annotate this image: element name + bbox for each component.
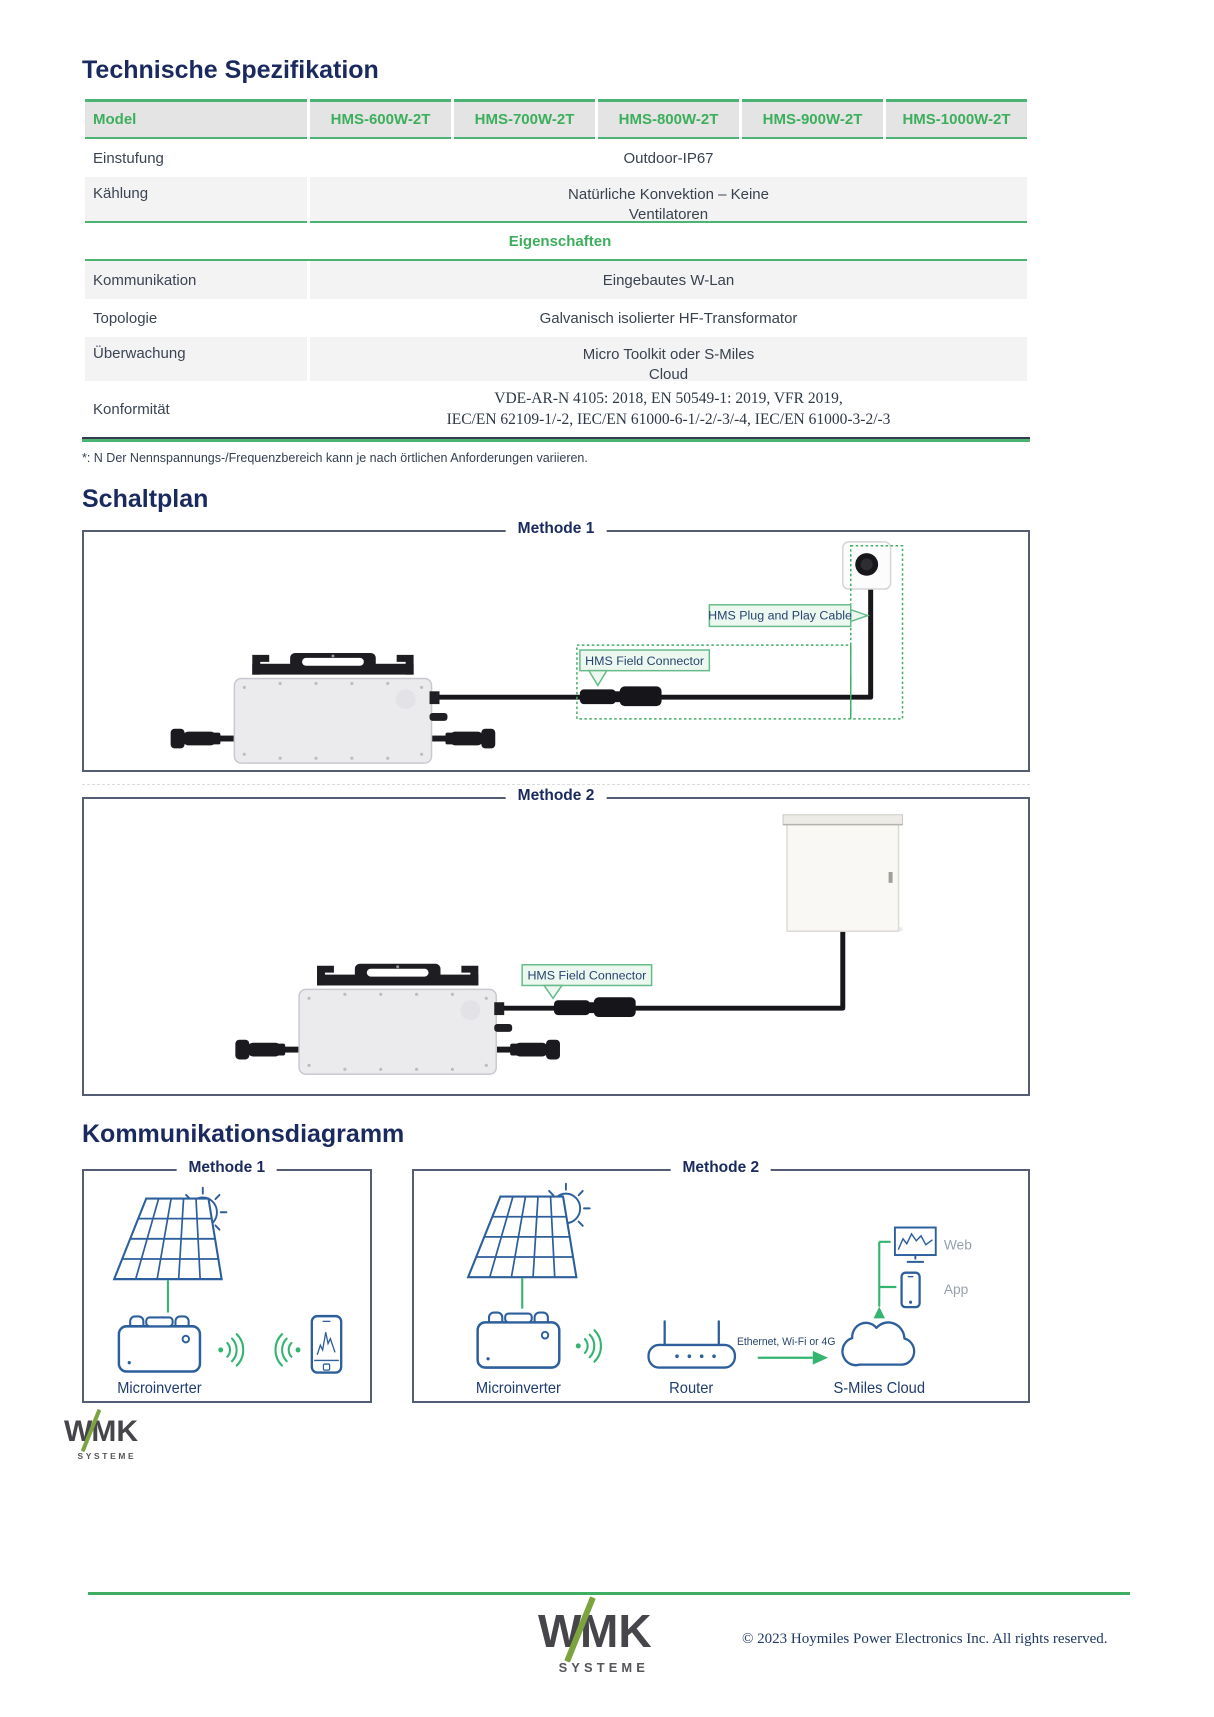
schaltplan-heading: Schaltplan <box>82 485 209 513</box>
footer: W MK SYSTEME © 2023 Hoymiles Power Elect… <box>0 1595 1214 1710</box>
cable-connector <box>554 997 636 1018</box>
komm-methode2-diagram: Ethernet, Wi-Fi or 4G Web App Microinver… <box>466 1182 972 1397</box>
smartphone-icon <box>310 1314 343 1374</box>
row-value-topologie: Galvanisch isolierter HF-Transformator <box>539 309 798 327</box>
plug-play-cable-label: HMS Plug and Play Cable <box>708 609 852 623</box>
copyright: © 2023 Hoymiles Power Electronics Inc. A… <box>742 1631 1108 1648</box>
router-label: Router <box>669 1380 713 1397</box>
logo-subtitle: SYSTEME <box>77 1451 137 1462</box>
col-header-hms1000: HMS-1000W-2T <box>886 99 1027 139</box>
spec-header-row: Model HMS-600W-2T HMS-700W-2T HMS-800W-2… <box>85 99 1027 139</box>
row-label-kaehlung: Kählung <box>85 177 307 223</box>
schaltplan-methode2-title: Methode 2 <box>505 787 607 805</box>
spec-row-kaehlung: Kählung Natürliche Konvektion – Keine Ve… <box>85 177 1027 223</box>
spec-row-ueberwachung: Überwachung Micro Toolkit oder S-Miles C… <box>85 337 1027 381</box>
row-label-einstufung: Einstufung <box>93 149 164 167</box>
spec-row-kommunikation: Kommunikation Eingebautes W-Lan <box>85 261 1027 299</box>
app-phone-icon <box>900 1271 921 1309</box>
microinverter-illustration <box>234 963 561 1076</box>
ethernet-arrow: Ethernet, Wi-Fi or 4G <box>737 1336 835 1365</box>
row-value-konformitaet: VDE-AR-N 4105: 2018, EN 50549-1: 2019, V… <box>310 381 1027 437</box>
wifi-in-icon <box>274 1333 302 1367</box>
schaltplan-methode1-panel: Methode 1 HMS <box>82 520 1030 772</box>
microinverter-label-2: Microinverter <box>476 1380 561 1397</box>
power-outlet-icon <box>842 541 892 590</box>
col-header-hms900: HMS-900W-2T <box>742 99 883 139</box>
logo-mk: MK <box>91 1415 139 1448</box>
row-label-kommunikation: Kommunikation <box>85 261 307 299</box>
web-monitor-icon <box>893 1226 937 1263</box>
spec-table: Model HMS-600W-2T HMS-700W-2T HMS-800W-2… <box>82 99 1030 437</box>
up-arrow-icon <box>873 1306 885 1319</box>
komm-methode1-diagram: Microinverter <box>113 1186 343 1397</box>
col-header-model: Model <box>85 99 307 139</box>
spec-section-row: Eigenschaften <box>85 223 1027 261</box>
row-label-konformitaet: Konformität <box>93 400 170 418</box>
row-value-einstufung: Outdoor-IP67 <box>623 149 714 167</box>
microinverter-illustration <box>169 652 497 764</box>
schaltplan-methode2-diagram: HMS Field Connector <box>234 814 904 1076</box>
col-header-hms700: HMS-700W-2T <box>454 99 595 139</box>
kommunikationsdiagramm-heading: Kommunikationsdiagramm <box>82 1120 405 1148</box>
col-header-hms800: HMS-800W-2T <box>598 99 739 139</box>
cloud-label: S-Miles Cloud <box>833 1380 925 1397</box>
ac-cable <box>437 565 874 700</box>
field-connector-label-2: HMS Field Connector <box>527 969 646 983</box>
solar-panel-icon <box>113 1197 223 1281</box>
app-label: App <box>943 1281 968 1297</box>
web-label: Web <box>943 1236 971 1252</box>
col-header-hms600: HMS-600W-2T <box>310 99 451 139</box>
ueberwachung-line1: Micro Toolkit oder S-Miles <box>582 346 755 363</box>
komm-methode1-panel: Methode 1 Microinverter <box>82 1159 372 1403</box>
plug-play-cable-callout: HMS Plug and Play Cable <box>708 604 870 628</box>
table-bottom-rule <box>82 437 1030 442</box>
section-eigenschaften: Eigenschaften <box>85 223 1027 261</box>
cable-connector <box>579 686 662 707</box>
row-label-ueberwachung: Überwachung <box>85 337 307 381</box>
page-title: Technische Spezifikation <box>82 56 379 84</box>
ueberwachung-line2: Cloud <box>648 366 689 379</box>
row-value-kommunikation: Eingebautes W-Lan <box>310 261 1027 299</box>
field-connector-callout-1: HMS Field Connector <box>579 649 711 687</box>
komm-methode2-title: Methode 2 <box>670 1159 772 1177</box>
row-value-kaehlung: Natürliche Konvektion – Keine Ventilator… <box>310 177 1027 223</box>
distribution-box-icon <box>782 814 904 932</box>
spec-row-topologie: Topologie Galvanisch isolierter HF-Trans… <box>85 299 1027 337</box>
logo-mk: MK <box>580 1605 652 1658</box>
spec-row-konformitaet: Konformität VDE-AR-N 4105: 2018, EN 5054… <box>85 381 1027 437</box>
wmk-logo-large: W MK SYSTEME <box>538 1595 652 1676</box>
row-value-ueberwachung: Micro Toolkit oder S-Miles Cloud <box>310 337 1027 381</box>
schaltplan-methode1-diagram: HMS Plug and Play Cable HMS Field Connec… <box>169 541 904 764</box>
wmk-logo-small: W MK SYSTEME <box>64 1408 139 1462</box>
wifi-out-icon <box>217 1333 245 1367</box>
cloud-icon <box>840 1321 915 1367</box>
cloud-to-apps-connector <box>873 1240 897 1319</box>
footer-divider <box>88 1592 1130 1596</box>
schaltplan-methode1-title: Methode 1 <box>505 520 607 538</box>
field-connector-callout-2: HMS Field Connector <box>521 964 653 1000</box>
router-icon <box>647 1320 736 1369</box>
komm-methode2-panel: Methode 2 Ethernet, Wi-Fi or 4G <box>411 1159 1030 1403</box>
spec-row-einstufung: Einstufung Outdoor-IP67 <box>85 139 1027 177</box>
solar-panel-icon <box>466 1195 578 1279</box>
schaltplan-methode2-panel: Methode 2 <box>82 787 1030 1096</box>
row-label-topologie: Topologie <box>93 309 158 327</box>
konformitaet-line1: VDE-AR-N 4105: 2018, EN 50549-1: 2019, V… <box>494 390 843 407</box>
microinverter-label-1: Microinverter <box>117 1380 201 1397</box>
ethernet-link-label: Ethernet, Wi-Fi or 4G <box>737 1336 835 1348</box>
microinverter-icon <box>117 1315 202 1373</box>
footnote: *: N Der Nennspannungs-/Frequenzbereich … <box>82 451 588 465</box>
microinverter-icon <box>476 1311 561 1369</box>
kaehlung-line1: Natürliche Konvektion – Keine <box>568 186 769 203</box>
page-divider <box>82 784 1030 785</box>
komm-methode1-title: Methode 1 <box>176 1159 278 1177</box>
wifi-signal-icon <box>574 1329 602 1363</box>
field-connector-label-1: HMS Field Connector <box>585 654 704 668</box>
kaehlung-line2: Ventilatoren <box>628 206 709 219</box>
konformitaet-line2: IEC/EN 62109-1/-2, IEC/EN 61000-6-1/-2/-… <box>446 411 891 428</box>
logo-subtitle: SYSTEME <box>558 1660 649 1676</box>
